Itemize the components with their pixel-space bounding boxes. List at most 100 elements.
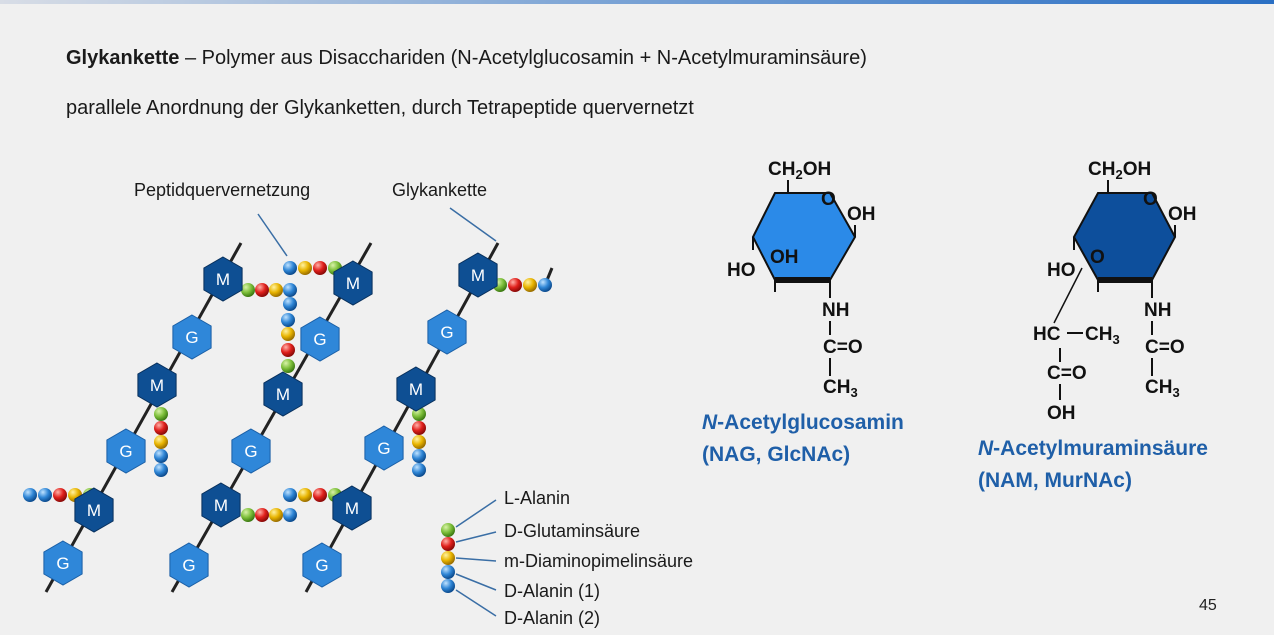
nam-hexagon bbox=[201, 482, 241, 528]
nam-unit: M bbox=[203, 256, 243, 302]
diaminopimelinsaeure-sphere bbox=[269, 508, 283, 522]
d-alanin-sphere bbox=[538, 278, 552, 292]
nag-unit: G bbox=[106, 428, 146, 474]
nag-unit: G bbox=[231, 428, 271, 474]
amino-acid-spheres bbox=[23, 261, 554, 522]
nag-unit-label: G bbox=[244, 442, 257, 461]
d-alanin-sphere bbox=[283, 488, 297, 502]
legend-sphere-d-alanin-1 bbox=[441, 565, 455, 579]
page-number: 45 bbox=[1199, 597, 1217, 614]
nag-unit-label: G bbox=[182, 556, 195, 575]
nag-unit-label: G bbox=[440, 323, 453, 342]
nam-hexagon bbox=[203, 256, 243, 302]
d-glutaminsaeure-sphere bbox=[255, 283, 269, 297]
d-glutaminsaeure-sphere bbox=[281, 343, 295, 357]
top-accent-bar bbox=[0, 0, 1274, 4]
nag-hexagon bbox=[300, 316, 340, 362]
nam-lactyl-carbonyl: C=O bbox=[1047, 363, 1087, 384]
heading-definition: – Polymer aus Disacchariden (N-Acetylglu… bbox=[179, 47, 867, 69]
diaminopimelinsaeure-sphere bbox=[154, 435, 168, 449]
glycan-chain-line bbox=[304, 242, 500, 593]
glycan-chain-line bbox=[44, 242, 243, 593]
nam-hexagon bbox=[458, 252, 498, 298]
nam-unit-label: M bbox=[345, 499, 359, 518]
diaminopimelinsaeure-sphere bbox=[298, 261, 312, 275]
d-alanin-sphere bbox=[23, 488, 37, 502]
l-alanin-sphere bbox=[281, 359, 295, 373]
nam-unit-label: M bbox=[471, 266, 485, 285]
nag-nh: NH bbox=[822, 300, 849, 321]
nam-unit: M bbox=[263, 371, 303, 417]
nam-nh: NH bbox=[1144, 300, 1171, 321]
nam-lactyl-ch3: CH3 bbox=[1085, 324, 1120, 347]
d-alanin-sphere bbox=[412, 463, 426, 477]
nam-hexagon bbox=[396, 366, 436, 412]
nam-unit: M bbox=[333, 260, 373, 306]
legend-pointer bbox=[455, 589, 497, 617]
nag-unit-label: G bbox=[313, 330, 326, 349]
nam-carbonyl: C=O bbox=[1145, 337, 1185, 358]
nam-unit: M bbox=[201, 482, 241, 528]
nag-hexagon bbox=[43, 540, 83, 586]
legend-sphere-diaminopimelinsaeure bbox=[441, 551, 455, 565]
nam-unit-label: M bbox=[214, 496, 228, 515]
nag-hexagon bbox=[106, 428, 146, 474]
d-glutaminsaeure-sphere bbox=[53, 488, 67, 502]
nam-hexagon bbox=[137, 362, 177, 408]
nag-unit: G bbox=[172, 314, 212, 360]
nam-unit-label: M bbox=[87, 501, 101, 520]
callout-chain-label: Glykankette bbox=[392, 180, 487, 200]
legend-pointer bbox=[455, 557, 497, 562]
nag-hexagon bbox=[302, 542, 342, 588]
legend-label: m-Diaminopimelinsäure bbox=[504, 551, 693, 571]
legend-label: L-Alanin bbox=[504, 488, 570, 508]
l-alanin-sphere bbox=[241, 508, 255, 522]
heading-bold-term: Glykankette bbox=[66, 47, 180, 69]
nam-ether-oxygen: O bbox=[1090, 247, 1105, 268]
nam-hc: HC bbox=[1033, 324, 1061, 345]
nag-abbreviation: (NAG, GlcNAc) bbox=[702, 443, 850, 466]
d-glutaminsaeure-sphere bbox=[412, 421, 426, 435]
nam-unit: M bbox=[458, 252, 498, 298]
nag-hexagon bbox=[169, 542, 209, 588]
d-alanin-sphere bbox=[281, 313, 295, 327]
nam-name: N-Acetylmuraminsäure bbox=[978, 437, 1208, 460]
d-alanin-sphere bbox=[283, 261, 297, 275]
diaminopimelinsaeure-sphere bbox=[523, 278, 537, 292]
nam-ring-oxygen: O bbox=[1143, 189, 1158, 210]
nag-unit: G bbox=[302, 542, 342, 588]
nam-unit: M bbox=[74, 487, 114, 533]
legend-sphere-l-alanin bbox=[441, 523, 455, 537]
glycan-chain-line bbox=[170, 242, 373, 593]
nag-ring bbox=[751, 192, 857, 281]
nag-unit: G bbox=[364, 425, 404, 471]
legend-label: D-Glutaminsäure bbox=[504, 521, 640, 541]
callout-crosslink-label: Peptidquervernetzung bbox=[134, 180, 310, 200]
nam-unit: M bbox=[332, 485, 372, 531]
d-alanin-sphere bbox=[38, 488, 52, 502]
nag-ch3: CH3 bbox=[823, 377, 858, 400]
nam-oh-bottom: OH bbox=[1047, 403, 1076, 424]
legend-sphere-d-alanin-2 bbox=[441, 579, 455, 593]
d-alanin-sphere bbox=[412, 449, 426, 463]
d-glutaminsaeure-sphere bbox=[313, 488, 327, 502]
nag-oh-inner: OH bbox=[770, 247, 799, 268]
amino-acid-legend: L-Alanin D-Glutaminsäure m-Diaminopimeli… bbox=[441, 488, 693, 628]
nag-ring-oxygen: O bbox=[821, 189, 836, 210]
l-alanin-sphere bbox=[154, 407, 168, 421]
d-glutaminsaeure-sphere bbox=[313, 261, 327, 275]
diaminopimelinsaeure-sphere bbox=[281, 327, 295, 341]
nam-hexagon bbox=[74, 487, 114, 533]
nag-unit: G bbox=[300, 316, 340, 362]
nam-abbreviation: (NAM, MurNAc) bbox=[978, 469, 1132, 492]
callout-crosslink-pointer bbox=[257, 213, 288, 257]
nag-ch2oh-label: CH2OH bbox=[768, 159, 831, 182]
d-glutaminsaeure-sphere bbox=[255, 508, 269, 522]
legend-sphere-d-glutaminsaeure bbox=[441, 537, 455, 551]
nag-unit-label: G bbox=[377, 439, 390, 458]
nam-unit-label: M bbox=[216, 270, 230, 289]
nam-hexagon bbox=[333, 260, 373, 306]
nam-ether-bond bbox=[1053, 267, 1083, 324]
